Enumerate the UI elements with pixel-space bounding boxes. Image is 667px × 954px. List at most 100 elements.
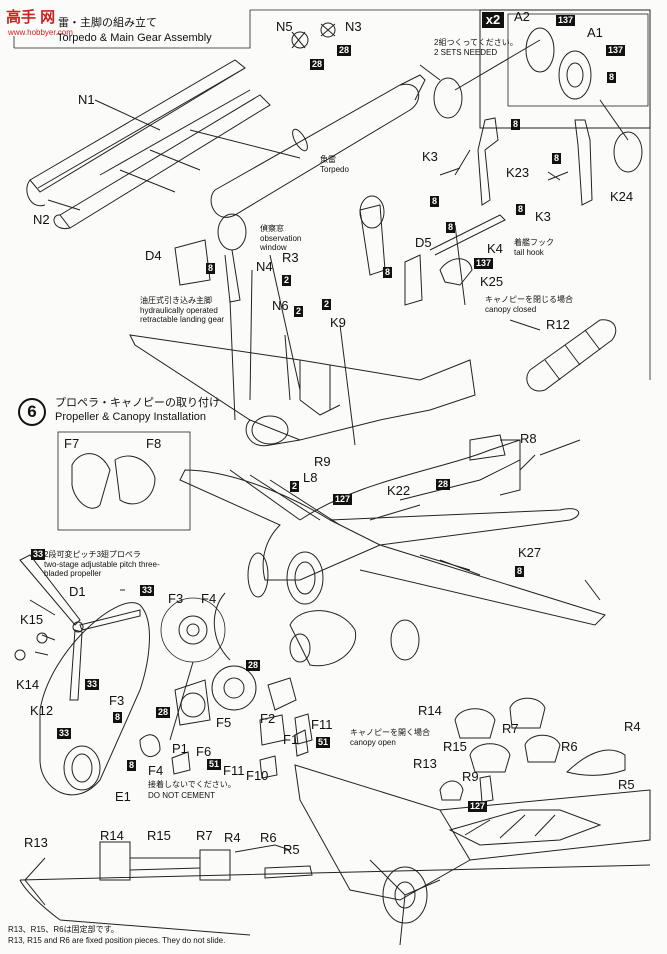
part-label-f3-inset: F3 <box>168 591 184 606</box>
part-label-k3-left: K3 <box>422 149 438 164</box>
paint-code-8: 8 <box>607 72 617 83</box>
part-label-k25: K25 <box>480 274 504 289</box>
part-label-r7: R7 <box>502 721 519 736</box>
canopy-closed-note-en: canopy closed <box>485 305 537 314</box>
part-label-k15: K15 <box>20 612 44 627</box>
part-label-d4: D4 <box>145 248 162 263</box>
times-two-note-jp: 2組つくってください。 <box>434 38 518 47</box>
part-label-e1: E1 <box>115 789 131 804</box>
part-label-f2: F2 <box>260 711 276 726</box>
part-label-r6-side: R6 <box>260 830 277 845</box>
part-label-k14: K14 <box>16 677 40 692</box>
part-label-r12: R12 <box>546 317 570 332</box>
part-label-r5: R5 <box>618 777 635 792</box>
watermark-logo: 高手 网 <box>6 9 56 26</box>
times-two-note-en: 2 SETS NEEDED <box>434 48 498 57</box>
paint-code-33: 33 <box>85 679 100 690</box>
hook-note-en: tail hook <box>514 248 544 257</box>
aircraft-lower <box>294 764 651 946</box>
gear-note-jp: 油圧式引き込み主脚 <box>140 296 212 305</box>
part-label-k9: K9 <box>330 315 346 330</box>
part-label-l8: L8 <box>303 470 318 485</box>
no-cement-note-en: DO NOT CEMENT <box>148 791 215 800</box>
part-label-n6: N6 <box>272 298 289 313</box>
paint-code-8: 8 <box>446 222 456 233</box>
part-label-r14: R14 <box>418 703 442 718</box>
paint-code-8: 8 <box>430 196 440 207</box>
step6-title-en: Propeller & Canopy Installation <box>55 411 207 423</box>
paint-code-2: 2 <box>294 306 304 317</box>
part-label-r4: R4 <box>624 719 641 734</box>
canopy-open-note-en: canopy open <box>350 738 396 747</box>
canopy-open-note-jp: キャノピーを開く場合 <box>350 728 430 737</box>
part-label-f5: F5 <box>216 715 232 730</box>
propeller <box>14 554 141 701</box>
paint-code-28: 28 <box>310 59 325 70</box>
part-label-n4: N4 <box>256 259 273 274</box>
part-label-n1: N1 <box>78 92 95 107</box>
part-label-f6: F6 <box>196 744 212 759</box>
part-label-r13: R13 <box>413 756 437 771</box>
hook-note-jp: 着艦フック <box>514 238 554 247</box>
part-label-r5-side: R5 <box>283 842 300 857</box>
gear-note-en: hydraulically operated retractable landi… <box>140 306 225 325</box>
prop-note-en: two-stage adjustable pitch three-bladed … <box>44 560 160 579</box>
paint-code-2: 2 <box>290 481 300 492</box>
torpedo-note-jp: 魚雷 <box>320 155 336 164</box>
part-label-k23: K23 <box>506 165 530 180</box>
watermark-url: www.hobbyer.com <box>8 28 73 37</box>
footer-note-jp: R13、R15、R6は固定部です。 <box>8 925 119 934</box>
part-label-f1: F1 <box>283 732 299 747</box>
paint-code-33: 33 <box>31 549 46 560</box>
paint-code-28: 28 <box>436 479 451 490</box>
paint-code-8: 8 <box>127 760 137 771</box>
step5-title-en: Torpedo & Main Gear Assembly <box>57 32 212 44</box>
window-note-jp: 偵察窓 <box>260 224 284 233</box>
part-label-d1: D1 <box>69 584 86 599</box>
no-cement-note-jp: 接着しないでください。 <box>148 780 236 789</box>
torpedo <box>189 74 426 218</box>
paint-code-137: 137 <box>606 45 626 56</box>
part-label-r13-side: R13 <box>24 835 48 850</box>
step6-number: 6 <box>18 398 46 426</box>
times-two-badge: x2 <box>482 12 504 28</box>
part-label-k3-right: K3 <box>535 209 551 224</box>
part-label-f4: F4 <box>148 763 164 778</box>
paint-code-127: 127 <box>333 494 353 505</box>
paint-code-8: 8 <box>515 566 525 577</box>
part-label-f11-left: F11 <box>223 763 245 778</box>
part-label-f3: F3 <box>109 693 125 708</box>
paint-code-28: 28 <box>337 45 352 56</box>
part-label-f7: F7 <box>64 436 80 451</box>
torpedo-rack-n1 <box>26 59 271 230</box>
part-label-a1: A1 <box>587 25 603 40</box>
paint-code-2: 2 <box>282 275 292 286</box>
step6-title-jp: プロペラ・キャノピーの取り付け <box>55 397 220 409</box>
part-label-n2: N2 <box>33 212 50 227</box>
paint-code-33: 33 <box>57 728 72 739</box>
part-label-r15-side: R15 <box>147 828 171 843</box>
part-label-n3: N3 <box>345 19 362 34</box>
part-label-p1: P1 <box>172 741 188 756</box>
paint-code-51: 51 <box>207 759 222 770</box>
paint-code-8: 8 <box>383 267 393 278</box>
paint-code-137: 137 <box>474 258 494 269</box>
part-label-k27: K27 <box>518 545 542 560</box>
part-label-r9: R9 <box>462 769 479 784</box>
part-label-k24: K24 <box>610 189 634 204</box>
part-label-r3: R3 <box>282 250 299 265</box>
part-label-d5: D5 <box>415 235 432 250</box>
paint-code-127: 127 <box>468 801 488 812</box>
paint-code-8: 8 <box>206 263 216 274</box>
part-label-r15: R15 <box>443 739 467 754</box>
part-label-n5: N5 <box>276 19 293 34</box>
step5-title-jp: 雷・主脚の組み立て <box>58 17 157 29</box>
footer-note-en: R13, R15 and R6 are fixed position piece… <box>8 936 226 945</box>
paint-code-8: 8 <box>113 712 123 723</box>
part-label-r4-side: R4 <box>224 830 241 845</box>
paint-code-137: 137 <box>556 15 576 26</box>
aircraft-main <box>179 434 606 661</box>
part-label-k4: K4 <box>487 241 503 256</box>
